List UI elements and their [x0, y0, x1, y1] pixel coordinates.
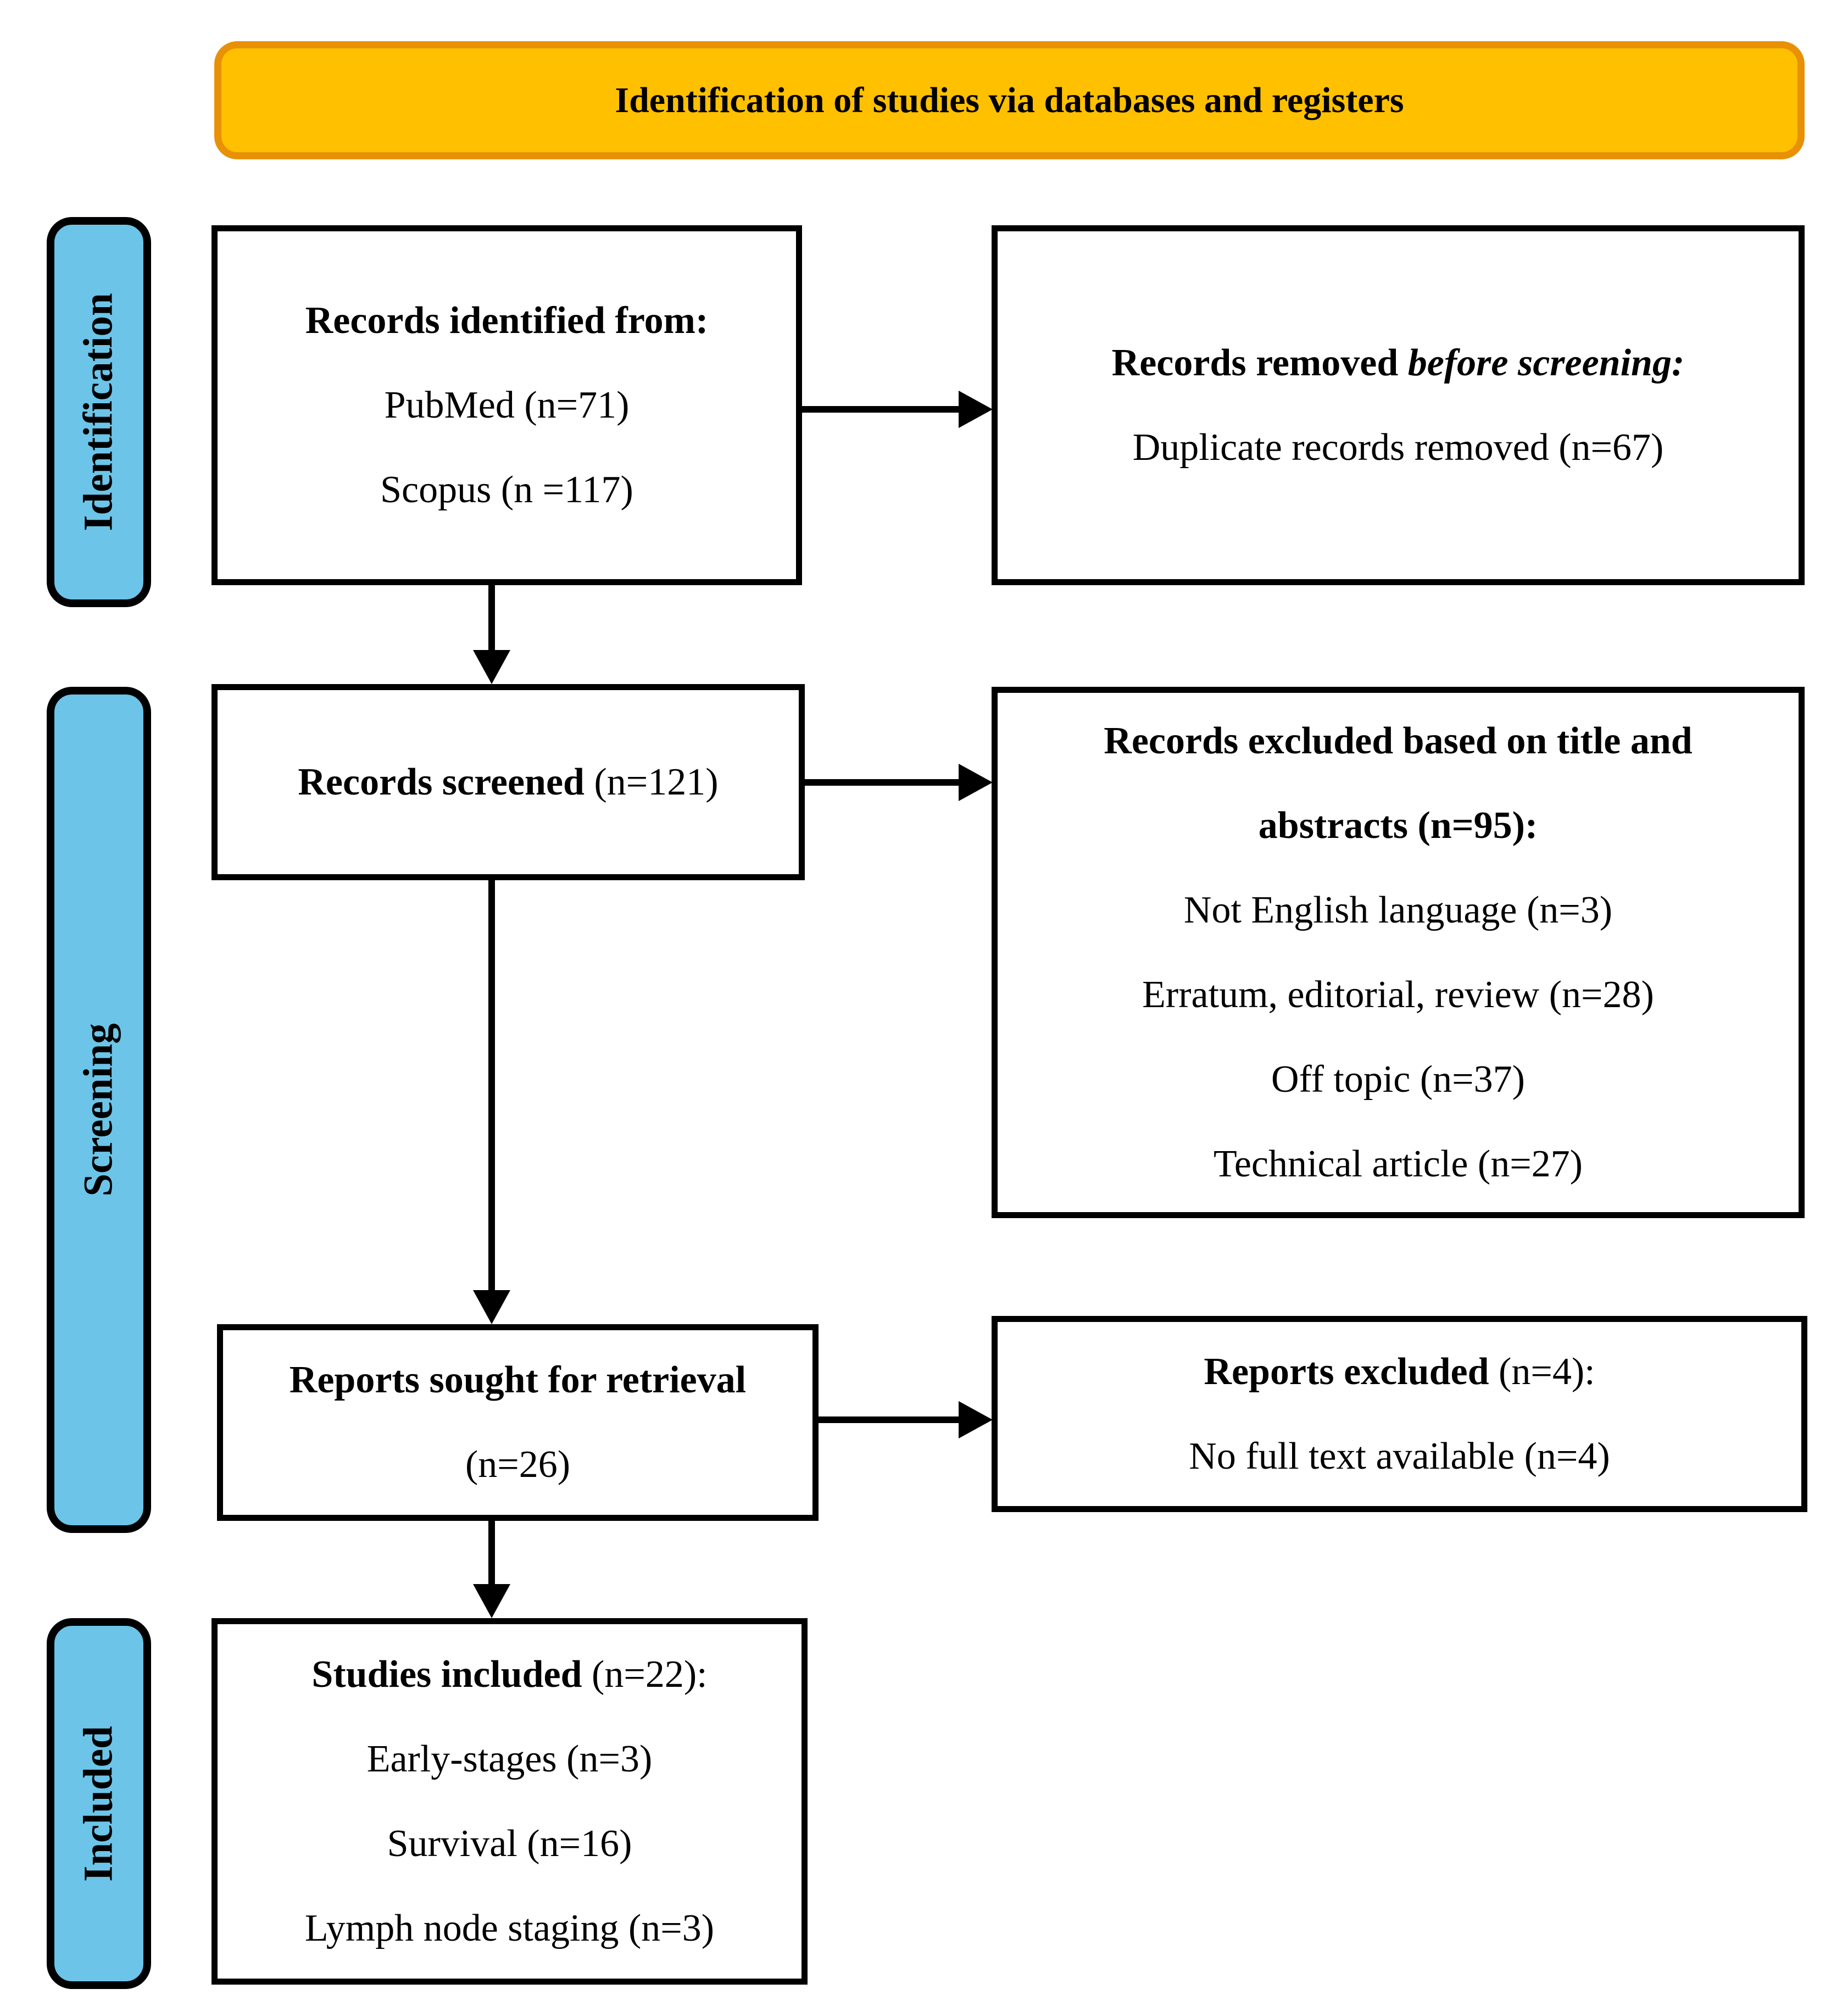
- arrow-down-icon: [488, 585, 495, 654]
- box-line: Lymph node staging (n=3): [304, 1907, 715, 1949]
- box-line: Survival (n=16): [387, 1822, 632, 1865]
- box-line: Scopus (n =117): [380, 468, 633, 511]
- box-reports-excluded: Reports excluded (n=4): No full text ava…: [992, 1316, 1807, 1512]
- box-studies-included: Studies included (n=22): Early-stages (n…: [211, 1618, 808, 1985]
- box-title: Reports sought for retrieval: [289, 1359, 747, 1401]
- arrow-right-icon: [805, 779, 961, 786]
- box-records-removed: Records removed before screening: Duplic…: [992, 225, 1805, 585]
- box-title: Records screened (n=121): [298, 760, 719, 803]
- box-line: Duplicate records removed (n=67): [1132, 426, 1664, 469]
- box-records-excluded: Records excluded based on title and abst…: [992, 687, 1805, 1218]
- box-line: Erratum, editorial, review (n=28): [1142, 973, 1654, 1016]
- box-records-screened: Records screened (n=121): [211, 684, 805, 880]
- box-line: Not English language (n=3): [1183, 888, 1613, 931]
- box-line: (n=26): [465, 1443, 571, 1486]
- stage-label-screening: Screening: [47, 687, 151, 1533]
- stage-label-included: Included: [47, 1618, 151, 1989]
- box-title: Records removed before screening:: [1111, 341, 1685, 384]
- box-line: PubMed (n=71): [384, 384, 630, 426]
- box-line: No full text available (n=4): [1189, 1435, 1610, 1477]
- box-line: Early-stages (n=3): [366, 1737, 653, 1780]
- box-title: Reports excluded (n=4):: [1204, 1350, 1595, 1393]
- arrow-down-head-icon: [473, 650, 510, 684]
- arrow-right-head-icon: [959, 764, 993, 801]
- arrow-right-icon: [819, 1416, 961, 1423]
- box-reports-sought: Reports sought for retrieval (n=26): [217, 1324, 819, 1521]
- box-title: Records identified from:: [305, 299, 709, 342]
- box-records-identified: Records identified from: PubMed (n=71) S…: [211, 225, 802, 585]
- box-title: Studies included (n=22):: [311, 1653, 708, 1696]
- arrow-right-head-icon: [959, 391, 993, 428]
- box-line: Off topic (n=37): [1271, 1058, 1525, 1101]
- header-banner: Identification of studies via databases …: [214, 41, 1805, 159]
- arrow-down-icon: [488, 880, 495, 1293]
- arrow-right-icon: [802, 406, 961, 413]
- arrow-down-icon: [488, 1521, 495, 1588]
- arrow-right-head-icon: [959, 1401, 993, 1438]
- arrow-down-head-icon: [473, 1584, 510, 1618]
- box-line: Technical article (n=27): [1213, 1142, 1583, 1185]
- arrow-down-head-icon: [473, 1290, 510, 1324]
- header-title: Identification of studies via databases …: [615, 80, 1404, 120]
- stage-label-identification: Identification: [47, 217, 151, 607]
- box-title: Records excluded based on title and abst…: [1104, 719, 1693, 847]
